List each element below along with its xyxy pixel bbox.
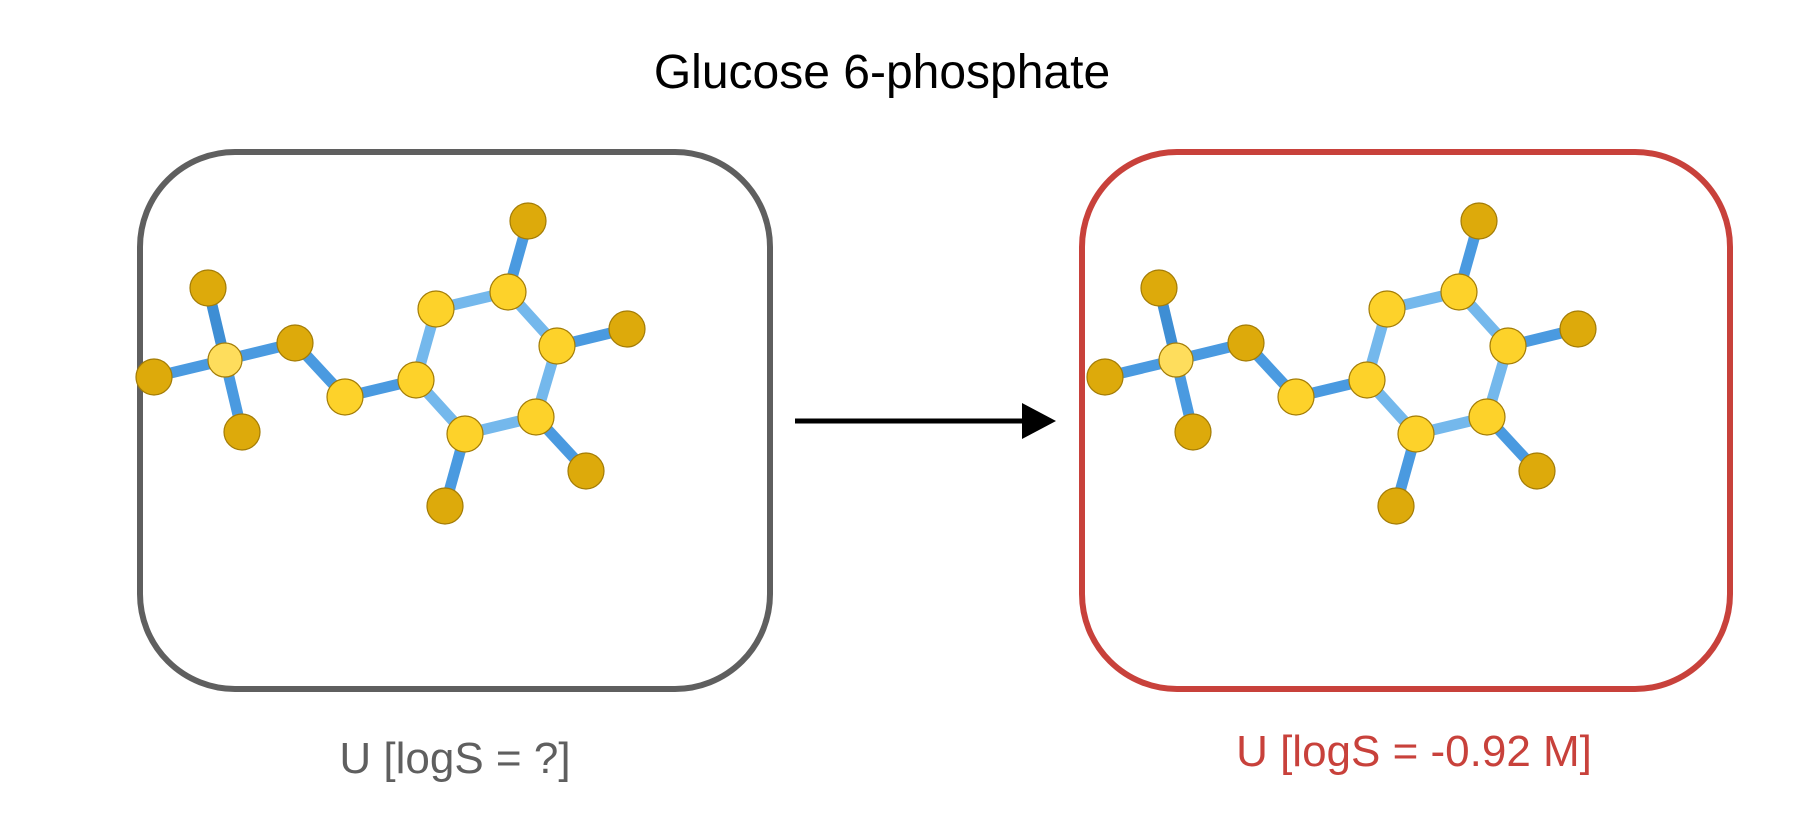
output-atom-a10 — [1468, 398, 1506, 436]
output-atom-a14 — [1518, 452, 1556, 490]
input-molecule-panel — [135, 149, 773, 692]
output-atom-a1 — [1140, 269, 1178, 307]
output-panel-label: U [logS = -0.92 M] — [1236, 727, 1592, 776]
input-atom-a0 — [207, 342, 243, 378]
input-panel-label: U [logS = ?] — [339, 734, 570, 783]
input-atom-a4 — [276, 324, 314, 362]
output-atom-a8 — [1440, 273, 1478, 311]
output-molecule-graph — [1086, 202, 1597, 525]
output-atom-a12 — [1460, 202, 1498, 240]
output-atom-a4 — [1227, 324, 1265, 362]
input-atom-a13 — [608, 310, 646, 348]
output-atom-a13 — [1559, 310, 1597, 348]
input-molecule-graph — [135, 202, 646, 525]
input-atom-a6 — [397, 361, 435, 399]
input-atom-a12 — [509, 202, 547, 240]
output-atom-a5 — [1277, 378, 1315, 416]
input-atom-a9 — [538, 327, 576, 365]
output-atom-a3 — [1174, 413, 1212, 451]
diagram-title: Glucose 6-phosphate — [654, 46, 1110, 99]
transform-arrow — [795, 403, 1056, 439]
output-molecule-panel — [1079, 149, 1733, 692]
input-atom-a14 — [567, 452, 605, 490]
output-atom-a2 — [1086, 358, 1124, 396]
output-atom-a9 — [1489, 327, 1527, 365]
input-atom-a2 — [135, 358, 173, 396]
input-atom-a7 — [417, 290, 455, 328]
output-atom-a6 — [1348, 361, 1386, 399]
input-atom-a3 — [223, 413, 261, 451]
input-atom-a11 — [446, 415, 484, 453]
input-atom-a8 — [489, 273, 527, 311]
input-atom-a10 — [517, 398, 555, 436]
input-atom-a15 — [426, 487, 464, 525]
arrow-head — [1022, 403, 1056, 439]
output-atom-a7 — [1368, 290, 1406, 328]
output-atom-a15 — [1377, 487, 1415, 525]
output-atom-a0 — [1158, 342, 1194, 378]
output-atom-a11 — [1397, 415, 1435, 453]
input-atom-a5 — [326, 378, 364, 416]
input-atom-a1 — [189, 269, 227, 307]
